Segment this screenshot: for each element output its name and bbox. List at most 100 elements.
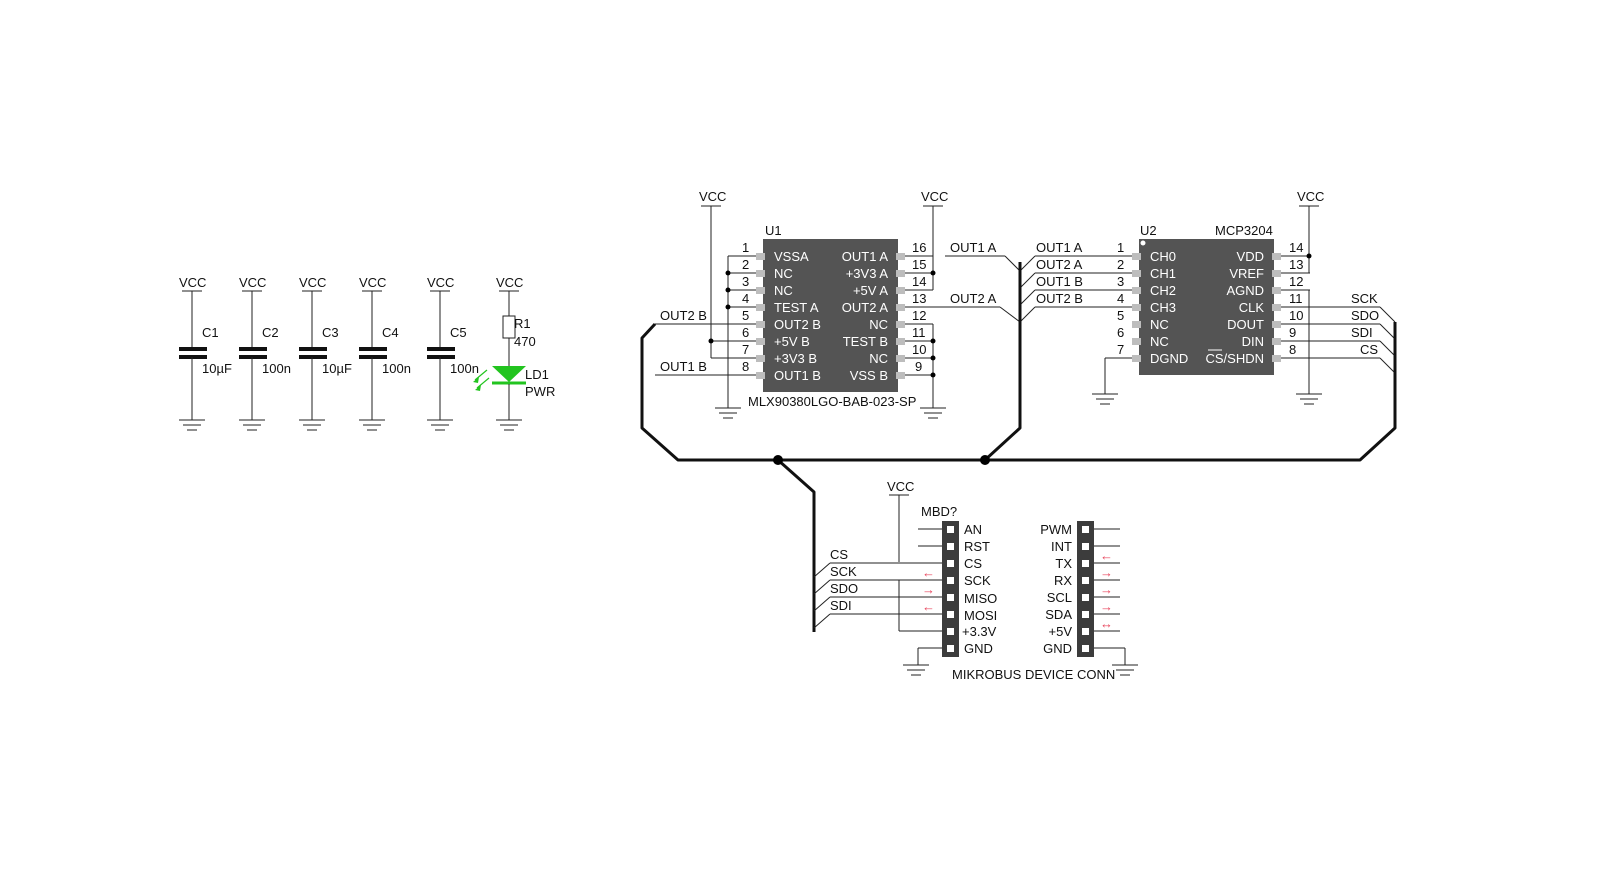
mikrobus-connector: MBD? MIKROBUS DEVICE CONN VCC AN RST CS … (813, 479, 1138, 682)
pin-number: 10 (1289, 308, 1303, 323)
ground-icon (179, 419, 205, 431)
mikrobus-pin-label: SCL (1047, 590, 1072, 605)
pin-number: 5 (1117, 308, 1124, 323)
ground-icon (715, 407, 741, 419)
pin-number: 15 (912, 257, 926, 272)
arrow-left-icon: ← (922, 599, 935, 614)
mikrobus-pin-label: MISO (964, 591, 997, 606)
pin-name: +3V3 B (774, 351, 817, 366)
pin-number: 2 (742, 257, 749, 272)
mikrobus-pin-label: AN (964, 522, 982, 537)
vcc-label: VCC (239, 275, 266, 290)
mikrobus-pin-label: SDA (1045, 607, 1072, 622)
u2-right-pins: 14 13 12 11 10 9 8 VDD VREF AGND CLK DOU… (1205, 189, 1396, 405)
pin-name: OUT1 A (842, 249, 889, 264)
arrow-both-icon: ↔ (1100, 616, 1113, 631)
ground-icon (1092, 393, 1118, 405)
arrow-right-icon: → (922, 582, 935, 597)
pin-name: CS/SHDN (1205, 351, 1264, 366)
vcc-label: VCC (921, 189, 948, 204)
mikrobus-pin-label: CS (964, 556, 982, 571)
pin-number: 11 (912, 325, 926, 340)
pin-number: 6 (1117, 325, 1124, 340)
vcc-label: VCC (299, 275, 326, 290)
pin-name: NC (869, 317, 888, 332)
pin-name: VSS B (850, 368, 888, 383)
vcc-label: VCC (1297, 189, 1324, 204)
net-label-out2b: OUT2 B (660, 308, 707, 323)
pin-number: 3 (742, 274, 749, 289)
ground-icon (1112, 664, 1138, 676)
cap-ref: C3 (322, 325, 339, 340)
pin-name: CLK (1239, 300, 1265, 315)
led-icon (492, 366, 526, 382)
cap-ref: C2 (262, 325, 279, 340)
pin-number: 3 (1117, 274, 1124, 289)
pin-number: 14 (1289, 240, 1303, 255)
pin-number: 14 (912, 274, 926, 289)
pin-number: 4 (742, 291, 749, 306)
net-label-out1a: OUT1 A (950, 240, 997, 255)
cap-value: 10µF (322, 361, 352, 376)
ground-icon (1296, 393, 1322, 405)
net-label-cs: CS (1360, 342, 1378, 357)
pin-name: CH3 (1150, 300, 1176, 315)
pin-name: DGND (1150, 351, 1188, 366)
capacitor-c4: VCC C4 100n (359, 275, 411, 431)
cap-ref: C1 (202, 325, 219, 340)
u2-left-pins: 1 2 3 4 5 6 7 CH0 CH1 CH2 CH3 NC NC DGND… (1019, 240, 1188, 405)
arrow-right-icon: → (1100, 599, 1113, 614)
chip-u2: U2 MCP3204 1 2 3 4 5 6 7 CH0 CH1 (1019, 189, 1396, 405)
ground-icon (920, 407, 946, 419)
pin-name: TEST B (843, 334, 888, 349)
cap-ref: C5 (450, 325, 467, 340)
chip-ref: U2 (1140, 223, 1157, 238)
ground-icon (239, 419, 265, 431)
pin-name: +3V3 A (846, 266, 889, 281)
vcc-label: VCC (427, 275, 454, 290)
chip-part: MCP3204 (1215, 223, 1273, 238)
ground-icon (496, 419, 522, 431)
pin-name: TEST A (774, 300, 819, 315)
net-label-sdo: SDO (1351, 308, 1379, 323)
pin-name: NC (1150, 317, 1169, 332)
mikrobus-pin-label: PWM (1040, 522, 1072, 537)
net-label-sdi: SDI (830, 598, 852, 613)
mikrobus-pin-label: TX (1055, 556, 1072, 571)
pin-number: 12 (912, 308, 926, 323)
pin-name: OUT1 B (774, 368, 821, 383)
cap-value: 100n (450, 361, 479, 376)
cap-value: 10µF (202, 361, 232, 376)
net-label-out1a: OUT1 A (1036, 240, 1083, 255)
cap-value: 100n (382, 361, 411, 376)
vcc-label: VCC (496, 275, 523, 290)
led-ref: LD1 (525, 367, 549, 382)
net-label-out2a: OUT2 A (1036, 257, 1083, 272)
vcc-label: VCC (179, 275, 206, 290)
pin-name: AGND (1226, 283, 1264, 298)
ground-icon (359, 419, 385, 431)
ground-icon (427, 419, 453, 431)
pin-name: OUT2 A (842, 300, 889, 315)
pin-number: 4 (1117, 291, 1124, 306)
pin-number: 6 (742, 325, 749, 340)
mikrobus-pin-label: RST (964, 539, 990, 554)
pin-number: 16 (912, 240, 926, 255)
mikrobus-pin-label: SCK (964, 573, 991, 588)
pin-number: 2 (1117, 257, 1124, 272)
capacitor-c1: VCC C1 10µF (179, 275, 232, 431)
pin-name: DOUT (1227, 317, 1264, 332)
net-label-out2b: OUT2 B (1036, 291, 1083, 306)
resistor-value: 470 (514, 334, 536, 349)
pin-number: 10 (912, 342, 926, 357)
ground-icon (299, 419, 325, 431)
pin-name: CH0 (1150, 249, 1176, 264)
pin-name: NC (1150, 334, 1169, 349)
u1-wiring: VCC VCC OUT2 B OU (655, 189, 1021, 419)
pin-number: 12 (1289, 274, 1303, 289)
net-label-cs: CS (830, 547, 848, 562)
pin-name: DIN (1242, 334, 1264, 349)
pin-number: 7 (742, 342, 749, 357)
pin-number: 13 (912, 291, 926, 306)
